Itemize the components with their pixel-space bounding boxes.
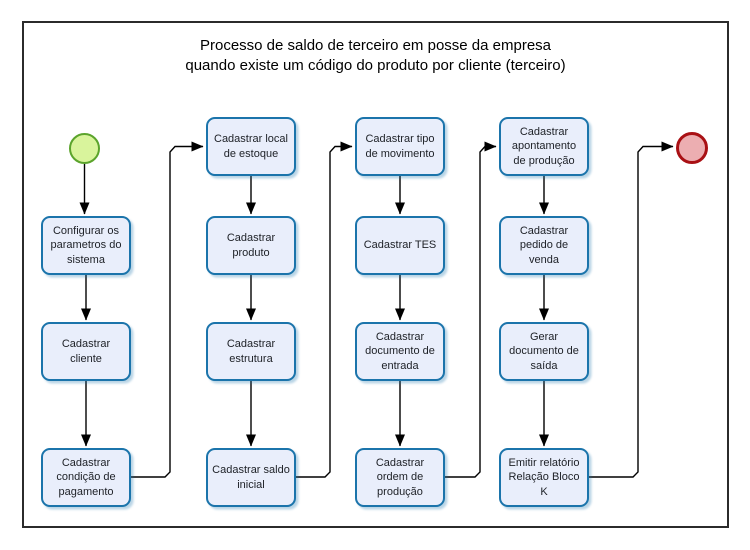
- node-cadastrar-local-estoque-label: Cadastrar local de estoque: [214, 133, 288, 160]
- node-configurar-parametros-label: Configurar os parametros do sistema: [50, 224, 122, 266]
- node-cadastrar-saldo-inicial: Cadastrar saldo inicial: [206, 448, 296, 507]
- node-cadastrar-saldo-inicial-label: Cadastrar saldo inicial: [212, 464, 290, 491]
- node-gerar-documento-saida: Gerar documento de saída: [499, 322, 589, 381]
- node-cadastrar-pedido-venda: Cadastrar pedido de venda: [499, 216, 589, 275]
- node-cadastrar-local-estoque: Cadastrar local de estoque: [206, 117, 296, 176]
- diagram-title: Processo de saldo de terceiro em posse d…: [185, 37, 566, 74]
- node-cadastrar-tipo-movimento-label: Cadastrar tipo de movimento: [365, 133, 435, 160]
- node-emitir-relatorio-bloco-k-label: Emitir relatório Relação Bloco K: [508, 456, 580, 498]
- node-cadastrar-produto: Cadastrar produto: [206, 216, 296, 275]
- node-cadastrar-tipo-movimento: Cadastrar tipo de movimento: [355, 117, 445, 176]
- node-cadastrar-estrutura: Cadastrar estrutura: [206, 322, 296, 381]
- node-cadastrar-produto-label: Cadastrar produto: [226, 232, 276, 259]
- node-cadastrar-tes: Cadastrar TES: [355, 216, 445, 275]
- node-cadastrar-apontamento-producao: Cadastrar apontamento de produção: [499, 117, 589, 176]
- node-cadastrar-cliente-label: Cadastrar cliente: [61, 338, 111, 365]
- node-cadastrar-ordem-producao-label: Cadastrar ordem de produção: [375, 456, 425, 498]
- node-cadastrar-documento-entrada: Cadastrar documento de entrada: [355, 322, 445, 381]
- node-emitir-relatorio-bloco-k: Emitir relatório Relação Bloco K: [499, 448, 589, 507]
- node-configurar-parametros: Configurar os parametros do sistema: [41, 216, 131, 275]
- start-event-icon: [69, 133, 100, 164]
- node-cadastrar-estrutura-label: Cadastrar estrutura: [226, 338, 276, 365]
- node-cadastrar-apontamento-producao-label: Cadastrar apontamento de produção: [511, 125, 577, 167]
- node-cadastrar-ordem-producao: Cadastrar ordem de produção: [355, 448, 445, 507]
- node-cadastrar-pedido-venda-label: Cadastrar pedido de venda: [519, 224, 569, 266]
- node-cadastrar-condicao-pagamento: Cadastrar condição de pagamento: [41, 448, 131, 507]
- node-cadastrar-documento-entrada-label: Cadastrar documento de entrada: [365, 330, 435, 372]
- end-event-icon: [676, 132, 708, 164]
- node-cadastrar-condicao-pagamento-label: Cadastrar condição de pagamento: [56, 456, 116, 498]
- node-cadastrar-cliente: Cadastrar cliente: [41, 322, 131, 381]
- node-cadastrar-tes-label: Cadastrar TES: [363, 239, 437, 252]
- node-gerar-documento-saida-label: Gerar documento de saída: [509, 330, 579, 372]
